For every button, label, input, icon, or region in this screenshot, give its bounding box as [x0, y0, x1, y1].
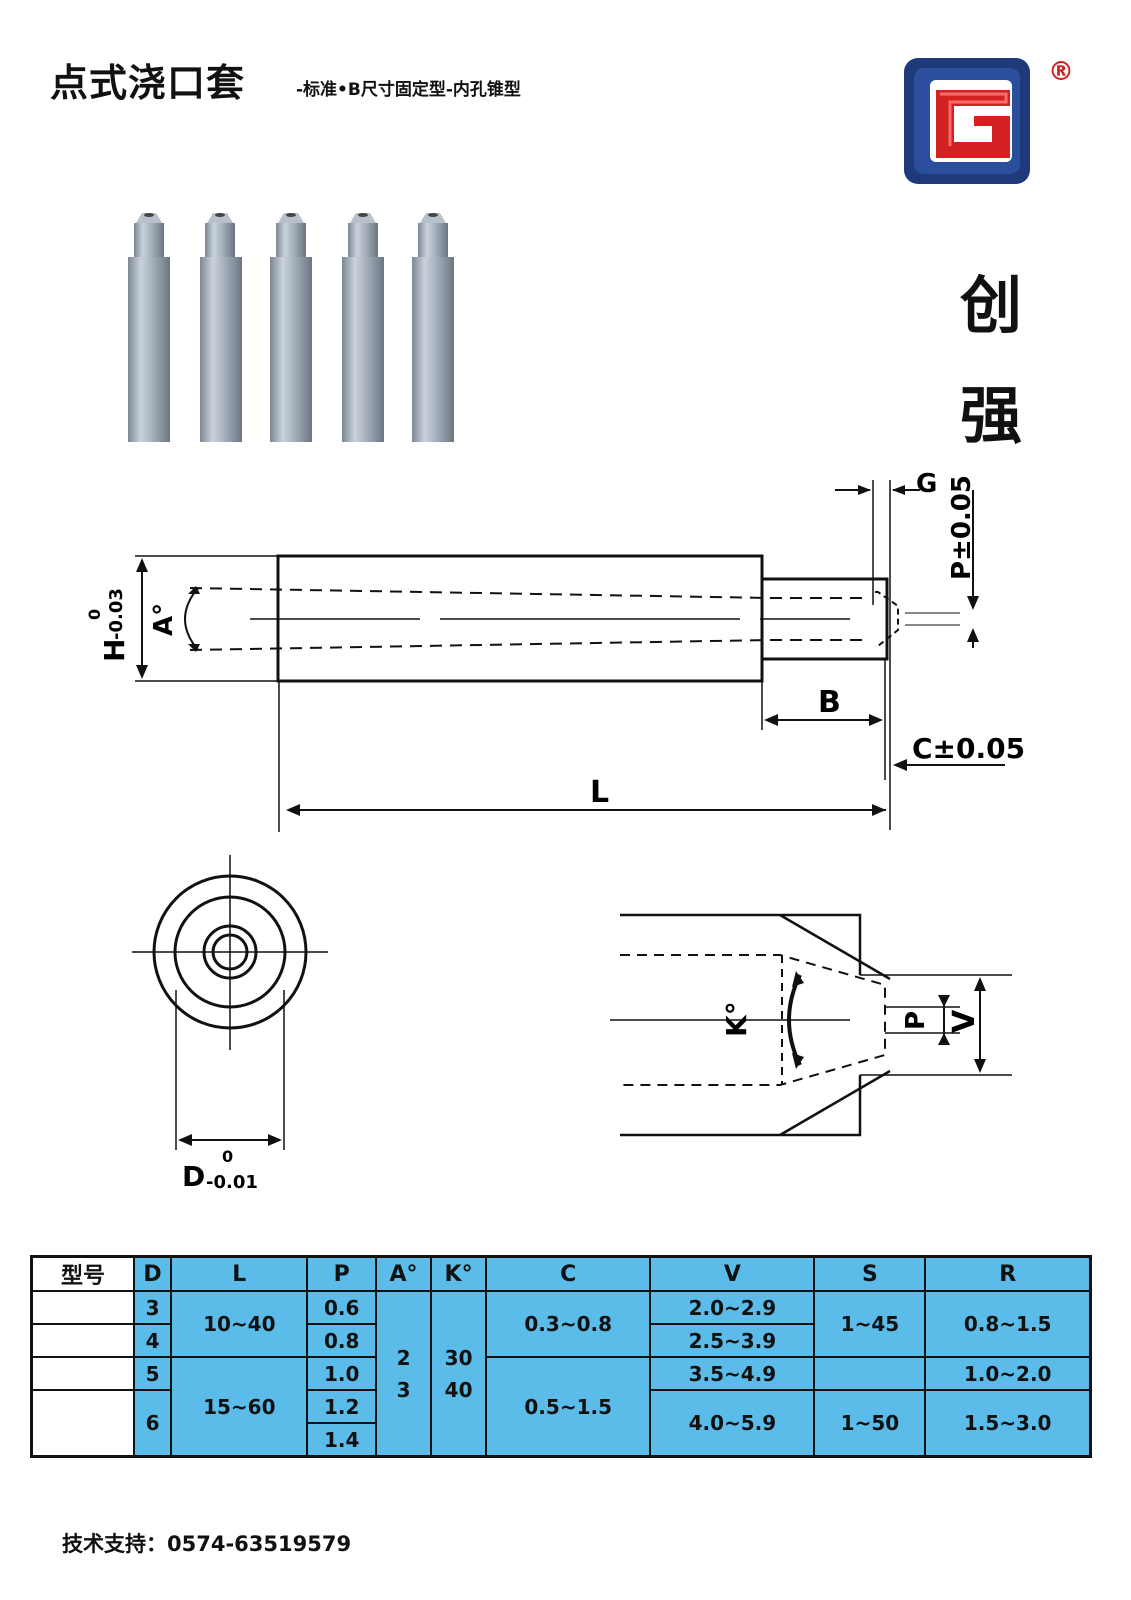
logo-highlight: [940, 92, 1008, 146]
label-h-tol-top: 0: [85, 609, 104, 620]
cell-p: 0.6: [306, 1290, 378, 1325]
cell-r: 1.0~2.0: [924, 1356, 1092, 1391]
brand-char-1: 创: [960, 269, 1023, 342]
model-cell: [30, 1323, 135, 1358]
label-d-tol-top: 0: [222, 1147, 233, 1166]
cell-v: 2.5~3.9: [649, 1323, 816, 1358]
cell-a-value: 2: [396, 1345, 411, 1370]
cell-c: 0.3~0.8: [485, 1290, 652, 1358]
cell-a-value: 3: [396, 1377, 411, 1402]
table-row: 6 1.2 4.0~5.9 1~50 1.5~3.0: [30, 1389, 1092, 1458]
cell-v: 4.0~5.9: [649, 1389, 816, 1458]
cell-k-value: 40: [444, 1377, 473, 1402]
bore-hidden-lines: [770, 597, 870, 641]
end-view-drawing: D 0 -0.01: [132, 855, 328, 1193]
gate-detail-drawing: K° P V: [610, 913, 1012, 1137]
model-cell: [30, 1356, 135, 1391]
col-header-d: D: [132, 1255, 173, 1292]
col-header-r: R: [924, 1255, 1092, 1292]
gate-hidden-lines: [875, 591, 899, 647]
cell-c: 0.5~1.5: [485, 1356, 652, 1458]
page-subtitle: -标准•B尺寸固定型-内孔锥型: [296, 80, 521, 100]
col-header-model: 型号: [30, 1255, 135, 1292]
brand-char-2: 强: [960, 379, 1023, 452]
label-v: V: [947, 1009, 982, 1033]
model-cell: [30, 1389, 135, 1458]
col-header-k: K°: [430, 1255, 488, 1292]
cell-p: 0.8: [306, 1323, 378, 1358]
label-h-tol-bottom: -0.03: [106, 588, 127, 640]
cell-a: 2 3: [375, 1290, 433, 1458]
cell-p: 1.0: [306, 1356, 378, 1391]
label-a: A°: [149, 603, 179, 636]
cell-k: 30 40: [430, 1290, 488, 1458]
bushing-3: [270, 213, 312, 442]
cell-l: 10~40: [170, 1290, 309, 1358]
cell-d: 6: [132, 1389, 173, 1458]
cell-s: 1~45: [813, 1290, 927, 1358]
cell-v: 3.5~4.9: [649, 1356, 816, 1391]
label-b: B: [818, 685, 841, 720]
cell-p: 1.2: [306, 1389, 378, 1424]
bushing-4: [342, 213, 384, 442]
registered-mark: ®: [1048, 57, 1074, 87]
table-row: 4 0.8 2.5~3.9: [30, 1323, 1091, 1358]
detail-outline: [620, 913, 862, 1137]
page-title: 点式浇口套: [50, 61, 246, 105]
brand-logo: ®: [904, 57, 1074, 184]
bushing-2: [200, 213, 242, 442]
model-cell: [30, 1290, 135, 1325]
spec-table: 型号 D L P A° K° C V S R 3 10~40 0.6 2 3 3…: [30, 1255, 1092, 1458]
cell-v: 2.0~2.9: [649, 1290, 816, 1325]
bushing-1: [128, 213, 170, 442]
label-d: D: [182, 1160, 205, 1193]
table-row: 3 10~40 0.6 2 3 30 40 0.3~0.8 2.0~2.9 1~…: [30, 1290, 1092, 1458]
cell-r: 1.5~3.0: [924, 1389, 1092, 1458]
label-g: G: [916, 470, 937, 499]
table-row: 5 15~60 1.0 0.5~1.5 3.5~4.9 1.0~2.0: [30, 1356, 1092, 1458]
cell-l: 15~60: [170, 1356, 309, 1458]
table-row: 1.4: [32, 1422, 1091, 1458]
product-photo: [128, 213, 454, 442]
label-p-tol: P±0.05: [947, 475, 977, 580]
tech-support-contact: 技术支持：0574-63519579: [62, 1532, 352, 1556]
detail-chamfer-bottom: [779, 1069, 891, 1137]
cell-d: 5: [132, 1356, 173, 1391]
table-header-row: 型号 D L P A° K° C V S R: [30, 1255, 1092, 1292]
cell-d: 3: [132, 1290, 173, 1325]
cell-d: 4: [132, 1323, 173, 1358]
label-c-tol: C±0.05: [912, 732, 1025, 765]
angle-a-arc: [184, 587, 199, 651]
cell-k-value: 30: [444, 1345, 473, 1370]
label-p-detail: P: [901, 1011, 931, 1030]
cell-r: 0.8~1.5: [924, 1290, 1092, 1358]
side-view-drawing: G P±0.05 H 0 -0.03 A° B C±0.05 L: [85, 470, 1025, 832]
col-header-a: A°: [375, 1255, 433, 1292]
bushing-5: [412, 213, 454, 442]
label-h: H: [98, 639, 131, 662]
taper-hidden-lines: [189, 587, 771, 651]
label-d-tol-bottom: -0.01: [206, 1172, 258, 1193]
label-l: L: [590, 775, 609, 810]
cell-s: 1~50: [813, 1389, 927, 1458]
label-k: K°: [720, 1001, 753, 1037]
col-header-s: S: [813, 1255, 927, 1292]
cell-s: [813, 1356, 927, 1391]
detail-chamfer-top: [779, 913, 891, 981]
col-header-l: L: [170, 1255, 309, 1292]
col-header-p: P: [306, 1255, 378, 1292]
col-header-c: C: [485, 1255, 652, 1292]
col-header-v: V: [649, 1255, 816, 1292]
cell-p: 1.4: [306, 1422, 378, 1458]
